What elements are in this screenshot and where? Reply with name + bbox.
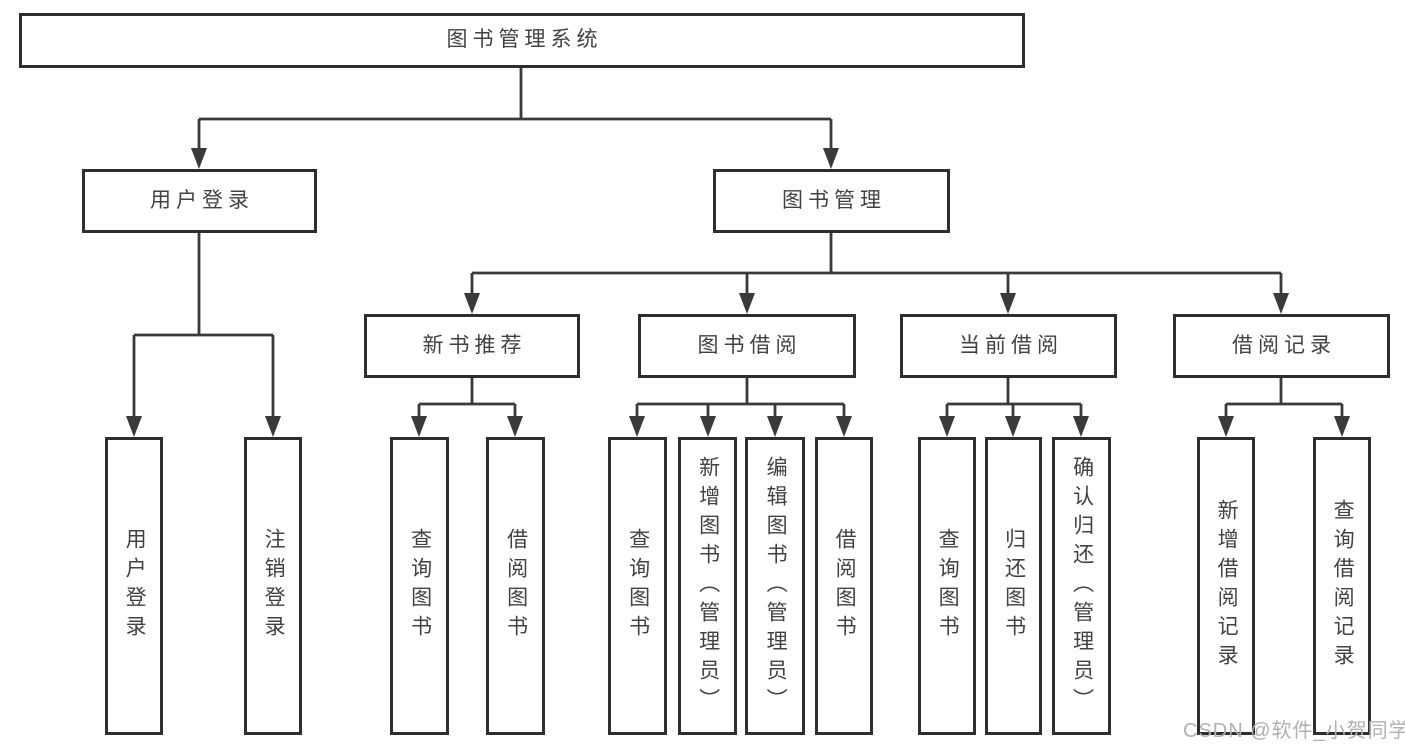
arrowhead-icon — [191, 148, 207, 169]
arrowhead-icon — [411, 416, 427, 437]
arrowhead-icon — [823, 148, 839, 169]
leaf-borrowing-add-books: 新增图书（管理员） — [678, 437, 737, 735]
leaf-borrowing-query-books: 查询图书 — [608, 437, 667, 735]
leaf-recommend-query-books: 查询图书 — [390, 437, 449, 735]
leaf-borrowing-edit-books: 编辑图书（管理员） — [745, 437, 805, 735]
arrowhead-icon — [767, 416, 783, 437]
arrowhead-icon — [464, 293, 480, 314]
leaf-current-return-books: 归还图书 — [985, 437, 1042, 735]
arrowhead-icon — [739, 293, 755, 314]
arrowhead-icon — [265, 416, 281, 437]
node-new-book-recommend: 新书推荐 — [364, 314, 580, 378]
leaf-recommend-borrow-books: 借阅图书 — [486, 437, 545, 735]
arrowhead-icon — [939, 416, 955, 437]
node-root: 图书管理系统 — [19, 13, 1025, 68]
connector-recommend-to-leaves — [411, 378, 523, 437]
node-borrowing-records: 借阅记录 — [1173, 314, 1390, 378]
leaf-borrowing-borrow-books: 借阅图书 — [815, 437, 873, 735]
connector-user-login-to-leaves — [126, 233, 281, 437]
arrowhead-icon — [507, 416, 523, 437]
watermark: CSDN @软件_小贺同学 — [1183, 720, 1405, 742]
arrowhead-icon — [1273, 293, 1289, 314]
leaf-logout: 注销登录 — [244, 437, 302, 735]
arrowhead-icon — [836, 416, 852, 437]
connector-borrowing-to-leaves — [629, 378, 852, 437]
arrowhead-icon — [126, 416, 142, 437]
leaf-current-confirm-return: 确认归还（管理员） — [1052, 437, 1111, 735]
leaf-records-add-record: 新增借阅记录 — [1197, 437, 1255, 735]
arrowhead-icon — [1334, 416, 1350, 437]
leaf-current-query-books: 查询图书 — [918, 437, 976, 735]
node-user-login-branch: 用户登录 — [82, 169, 317, 233]
node-book-borrowing: 图书借阅 — [638, 314, 856, 378]
connector-root-to-level1 — [191, 68, 839, 169]
connector-current-to-leaves — [939, 378, 1089, 437]
arrowhead-icon — [1073, 416, 1089, 437]
connector-book-management-to-level2 — [464, 233, 1289, 314]
connector-records-to-leaves — [1218, 378, 1350, 437]
leaf-user-login: 用户登录 — [105, 437, 163, 735]
arrowhead-icon — [1005, 416, 1021, 437]
leaf-records-query-record: 查询借阅记录 — [1313, 437, 1371, 735]
arrowhead-icon — [1218, 416, 1234, 437]
node-current-borrowing: 当前借阅 — [900, 314, 1117, 378]
arrowhead-icon — [629, 416, 645, 437]
node-book-management-branch: 图书管理 — [713, 169, 950, 233]
arrowhead-icon — [1000, 293, 1016, 314]
arrowhead-icon — [700, 416, 716, 437]
